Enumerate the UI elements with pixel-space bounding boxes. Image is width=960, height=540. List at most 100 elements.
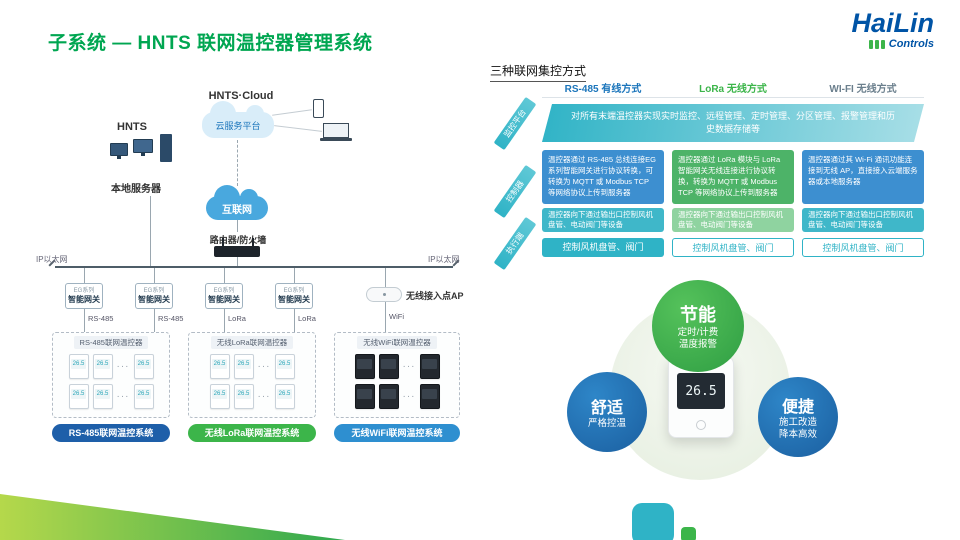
- thermostat-icon: 26.5: [233, 384, 254, 409]
- ethernet-label-left: IP以太网: [36, 255, 68, 264]
- ellipsis: ···: [402, 361, 416, 372]
- bus-label-wifi: WiFi: [389, 312, 404, 321]
- internet-label: 互联网: [222, 204, 252, 216]
- connector-line: [150, 196, 151, 267]
- thermostat-group-lora: 无线LoRa联网温控器 26.5 26.5 ··· 26.5 26.5 26.5…: [188, 332, 316, 418]
- gateway-series-label: EG系列: [73, 287, 95, 294]
- connector-line: [385, 268, 386, 287]
- router-label: 路由器/防火墙: [209, 235, 267, 245]
- feature-title: 舒适: [590, 399, 623, 417]
- gateway-label: 智能网关: [278, 294, 310, 304]
- ap-led-icon: [382, 293, 386, 296]
- feature-circle-comfort: 舒适 严格控温: [567, 372, 647, 452]
- gateway-box: EG系列 智能网关: [275, 283, 313, 309]
- router-icon: [214, 246, 260, 257]
- connector-line: [84, 268, 85, 283]
- ethernet-label-right: IP以太网: [428, 255, 460, 264]
- gateway-label: 智能网关: [138, 294, 170, 304]
- header-divider: [542, 97, 924, 98]
- feature-title: 节能: [680, 304, 716, 325]
- router-antenna-icon: [252, 238, 254, 246]
- feature-desc: 定时/计费: [677, 326, 719, 338]
- gateway-box: EG系列 智能网关: [65, 283, 103, 309]
- exec-cell-rs485: 控制风机盘管、阀门: [542, 238, 664, 257]
- connector-line: [294, 268, 295, 283]
- connector-line: [237, 140, 238, 186]
- server-monitor-icon: [133, 139, 153, 153]
- feature-desc: 降本高效: [778, 429, 817, 440]
- cell-lora-main: 温控器通过 LoRa 模块与 LoRa 智能网关无线连接进行协议转换，转换为 M…: [672, 150, 794, 204]
- thermostat-screen: 26.5: [136, 389, 151, 399]
- ellipsis: ···: [257, 391, 271, 402]
- thermostat-icon: 26.5: [68, 384, 89, 409]
- thermostat-screen: 26.5: [236, 359, 251, 369]
- connector-line: [224, 309, 225, 332]
- ellipsis: ···: [116, 361, 130, 372]
- bottom-left-green-wedge: [0, 494, 345, 540]
- thermostat-screen: [381, 389, 396, 399]
- thermostat-icon: 26.5: [133, 384, 154, 409]
- bottom-right-green-square: [681, 527, 696, 540]
- ethernet-line: [55, 266, 453, 268]
- local-server-label: 本地服务器: [111, 184, 161, 195]
- thermostat-screen: [381, 359, 396, 369]
- row-label-executor: 执行端: [493, 216, 537, 271]
- feature-title: 便捷: [781, 398, 814, 416]
- gateway-box: EG系列 智能网关: [135, 283, 173, 309]
- column-header-rs485: RS-485 有线方式: [564, 84, 642, 95]
- column-header-lora: LoRa 无线方式: [699, 84, 767, 95]
- feature-desc: 温度报警: [678, 339, 717, 350]
- connector-line: [385, 302, 386, 332]
- thermostat-icon: 26.5: [233, 354, 254, 379]
- bus-label-lora: LoRa: [228, 314, 246, 323]
- thermostat-icon: [378, 384, 399, 409]
- server-tower-icon: [160, 134, 172, 162]
- connector-line: [237, 257, 238, 267]
- brand-name: HaiLin: [851, 8, 934, 38]
- thermostat-icon: 26.5: [209, 354, 230, 379]
- laptop-icon: [323, 123, 349, 138]
- feature-desc: 施工改造: [778, 416, 817, 428]
- thermostat-icon: 26.5: [68, 354, 89, 379]
- thermostat-screen: [357, 389, 372, 399]
- laptop-base-icon: [320, 138, 352, 141]
- row-label-platform: 监控平台: [493, 96, 537, 151]
- thermostat-icon: 26.5: [92, 384, 113, 409]
- thermostat-screen: [422, 389, 437, 399]
- thermostat-screen: 26.5: [212, 389, 227, 399]
- thermostat-icon: 26.5: [92, 354, 113, 379]
- thermostat-screen: 26.5: [95, 359, 110, 369]
- gateway-box: EG系列 智能网关: [205, 283, 243, 309]
- table-title: 三种联网集控方式: [490, 62, 587, 82]
- feature-circle-energy: 节能 定时/计费 温度报警: [652, 280, 744, 372]
- system-pill-rs485: RS-485联网温控系统: [52, 424, 170, 442]
- bus-label-rs485: RS-485: [88, 314, 114, 323]
- thermostat-screen: 26.5: [277, 359, 292, 369]
- cell-lora-sub: 温控器向下通过输出口控制风机盘管、电动阀门等设备: [672, 208, 794, 232]
- bus-label-lora: LoRa: [298, 314, 316, 323]
- brand-logo: HaiLin Controls: [851, 8, 934, 51]
- thermostat-screen: 26.5: [236, 389, 251, 399]
- gateway-series-label: EG系列: [143, 287, 165, 294]
- brand-subtitle: Controls: [888, 38, 934, 50]
- thermostat-icon: [354, 384, 375, 409]
- connector-line: [224, 268, 225, 283]
- internet-cloud: 互联网: [206, 185, 268, 220]
- cell-rs485-main: 温控器通过 RS-485 总线连接EG系列智能网关进行协议转换，可转换为 MQT…: [542, 150, 664, 204]
- gateway-label: 智能网关: [68, 294, 100, 304]
- thermostat-screen: 26.5: [277, 389, 292, 399]
- thermostat-icon: 26.5: [209, 384, 230, 409]
- connector-line: [154, 309, 155, 332]
- device-screen: 26.5: [677, 373, 725, 409]
- feature-circle-convenient: 便捷 施工改造 降本高效: [758, 377, 838, 457]
- logo-bar-icon: [868, 39, 873, 49]
- cell-wifi-sub: 温控器向下通过输出口控制风机盘管、电动阀门等设备: [802, 208, 924, 232]
- thermostat-screen: 26.5: [95, 389, 110, 399]
- thermostat-icon: [419, 384, 440, 409]
- connector-line: [272, 109, 312, 116]
- system-pill-lora: 无线LoRa联网温控系统: [188, 424, 316, 442]
- system-pill-wifi: 无线WiFi联网温控系统: [334, 424, 460, 442]
- page-title: 子系统 — HNTS 联网温控器管理系统: [48, 33, 373, 54]
- connector-line: [154, 268, 155, 283]
